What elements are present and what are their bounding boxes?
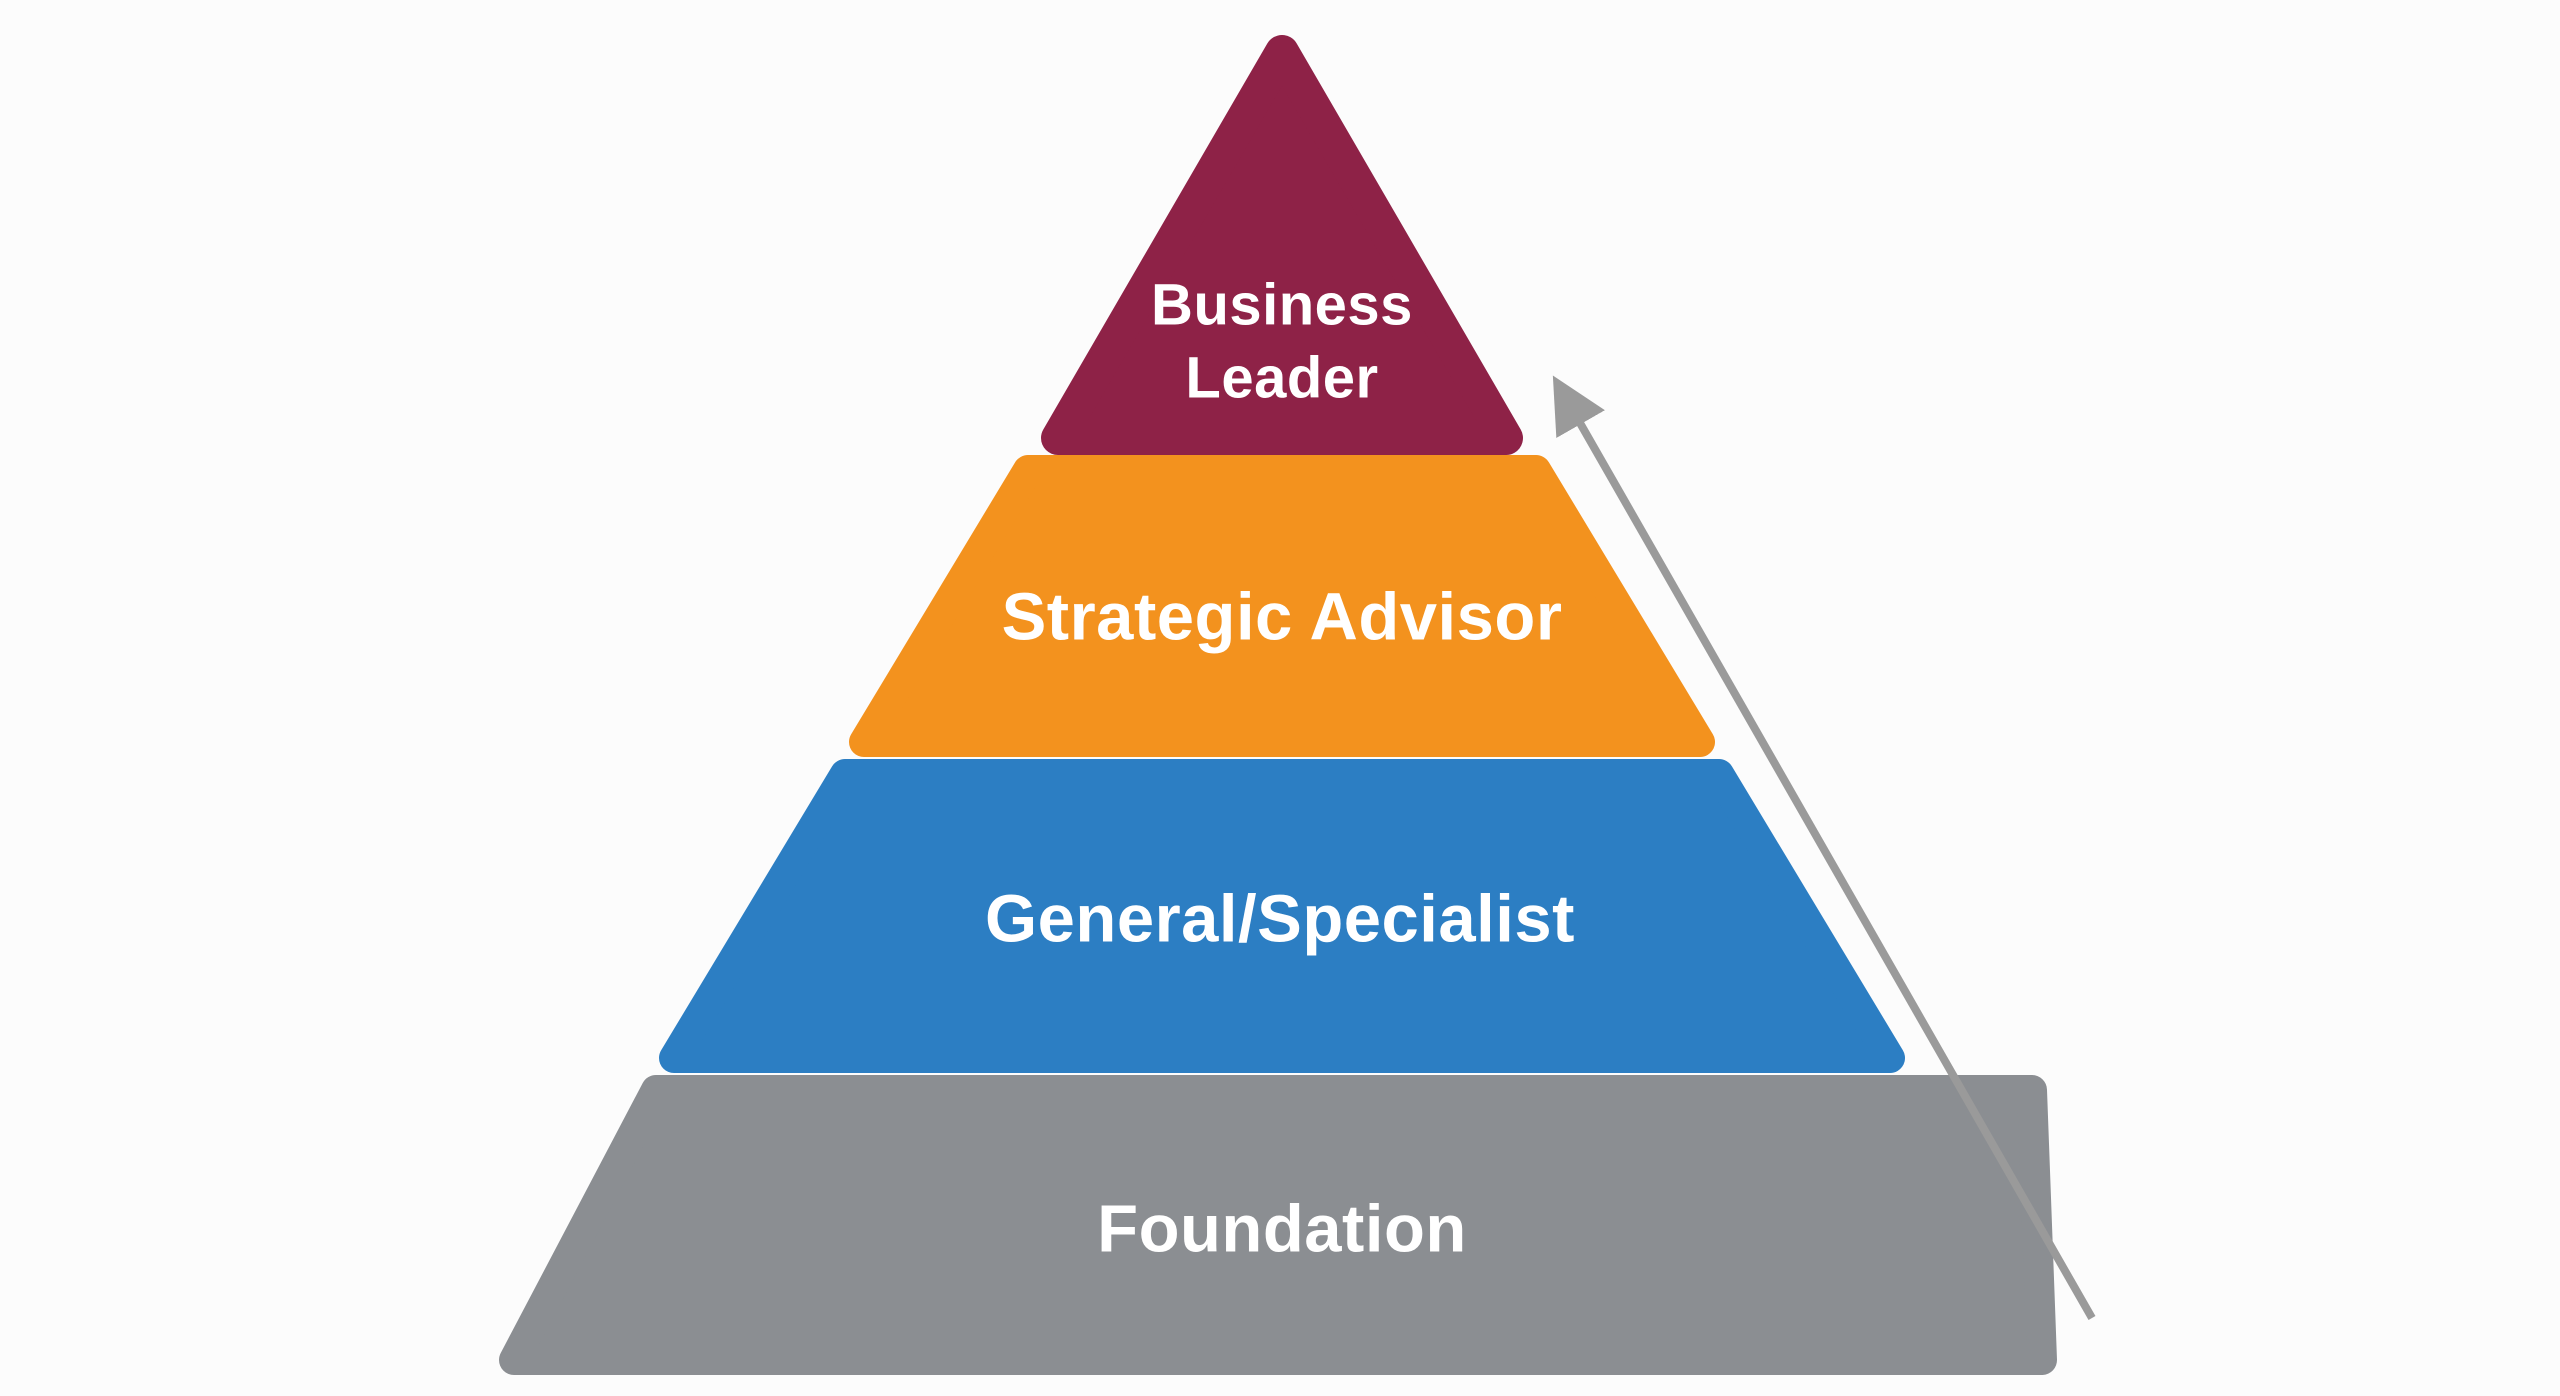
level-label-business-leader: Business Leader (1151, 270, 1413, 415)
level-label-strategic-advisor: Strategic Advisor (1001, 579, 1563, 655)
level-general-specialist-shape (659, 759, 1905, 1073)
level-label-general-specialist: General/Specialist (985, 881, 1575, 957)
level-label-line: Leader (1185, 345, 1379, 410)
level-label-foundation: Foundation (1097, 1191, 1467, 1267)
level-foundation-shape (499, 1075, 2057, 1375)
level-strategic-advisor-shape (849, 455, 1715, 757)
level-label-line: Business (1151, 272, 1413, 338)
growth-arrow (1552, 375, 2096, 1320)
level-business-leader-shape (1041, 35, 1523, 455)
